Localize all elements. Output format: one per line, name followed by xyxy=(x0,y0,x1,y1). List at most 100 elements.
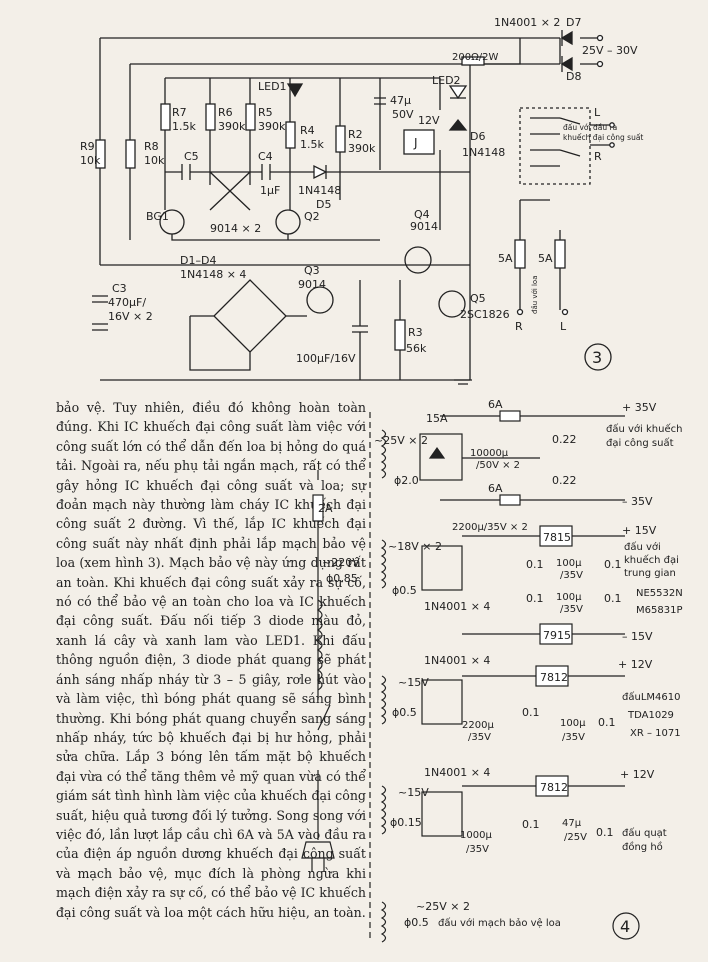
fuse-5a-2: 5A xyxy=(538,252,553,265)
b4-reg: 7812 xyxy=(540,781,568,794)
r8-value: 10k xyxy=(144,154,165,167)
b2-wire: ϕ0.5 xyxy=(392,584,417,597)
b4-capv: /35V xyxy=(466,844,489,855)
c3-label: C3 xyxy=(112,282,127,295)
b3-wire: ϕ0.5 xyxy=(392,706,417,719)
c4-label: C4 xyxy=(258,150,273,163)
b3-c2: 100μ xyxy=(560,718,586,729)
b2-c4: 0.1 xyxy=(604,592,622,605)
b1-c-pos: 0.22 xyxy=(552,433,577,446)
b4-wire: ϕ0.15 xyxy=(390,816,422,829)
b2-ic-1: NE5532N xyxy=(636,588,683,599)
b1-wire: ϕ2.0 xyxy=(394,474,419,487)
b3-cap: 2200μ xyxy=(462,720,494,731)
d7-label: D7 xyxy=(566,16,581,29)
b1-main-fuse: 15A xyxy=(426,412,448,425)
d6-label: D6 xyxy=(470,130,485,143)
q3-label: Q3 xyxy=(304,264,320,277)
c3-value-2: 16V × 2 xyxy=(108,310,153,323)
b2-note-3: trung gian xyxy=(624,568,676,579)
q5-label: Q5 xyxy=(470,292,486,305)
q4-value: 9014 xyxy=(410,220,438,233)
b4-cap: 1000μ xyxy=(460,830,492,841)
r9-value: 10k xyxy=(80,154,101,167)
in-r-label: R xyxy=(594,150,602,163)
d7d8-type: 1N4001 × 2 xyxy=(494,16,560,29)
b2-c6v: /35V xyxy=(560,604,583,615)
b2-caps: 2200μ/35V × 2 xyxy=(452,522,528,533)
spk-note: đầu với loa xyxy=(531,275,539,314)
b2-c1: 0.1 xyxy=(526,558,544,571)
b2-winding: ~18V × 2 xyxy=(388,540,442,553)
r4-value: 1.5k xyxy=(300,138,324,151)
b3-c2v: /35V xyxy=(562,732,585,743)
d5-label: D5 xyxy=(316,198,331,211)
b4-c1: 0.1 xyxy=(522,818,540,831)
r-200-label: 200Ω/2W xyxy=(452,52,498,63)
fuse-5a-1: 5A xyxy=(498,252,513,265)
b3-ic-1: đấuLM4610 xyxy=(622,691,680,703)
b2-c6: 100μ xyxy=(556,592,582,603)
q2-label: Q2 xyxy=(304,210,320,223)
b3-capv: /35V xyxy=(468,732,491,743)
c47-label: 47μ xyxy=(390,94,411,107)
b4-c2: 47μ xyxy=(562,818,582,829)
r7-label: R7 xyxy=(172,106,187,119)
b4-diodes: 1N4001 × 4 xyxy=(424,766,490,779)
r2-label: R2 xyxy=(348,128,363,141)
c3-value: 470μF/ xyxy=(108,296,146,309)
b3-c1: 0.1 xyxy=(522,706,540,719)
led2-label: LED2 xyxy=(432,74,461,87)
b3-diodes: 1N4001 × 4 xyxy=(424,654,490,667)
b1-c-neg: 0.22 xyxy=(552,474,577,487)
c47-voltage: 50V xyxy=(392,108,414,121)
b3-c3: 0.1 xyxy=(598,716,616,729)
r6-value: 390k xyxy=(218,120,246,133)
figure-3-number: 3 xyxy=(592,348,602,367)
b3-ic-2: TDA1029 xyxy=(627,710,674,721)
b1-cap-2: /50V × 2 xyxy=(476,460,520,471)
relay-label: J xyxy=(413,136,418,150)
d1d4-label: D1–D4 xyxy=(180,254,216,267)
spk-l-label: L xyxy=(560,320,567,333)
led1-label: LED1 xyxy=(258,80,287,93)
d1d4-type: 1N4148 × 4 xyxy=(180,268,246,281)
supply-voltage: 25V – 30V xyxy=(582,44,638,57)
spk-r-label: R xyxy=(515,320,523,333)
b4-winding: ~15V xyxy=(398,786,429,799)
bg1-label: BG1 xyxy=(146,210,169,223)
b2-c5: 100μ xyxy=(556,558,582,569)
b2-note-1: đấu với xyxy=(624,541,661,553)
d6-type: 1N4148 xyxy=(462,146,505,159)
r2-value: 390k xyxy=(348,142,376,155)
b4-note-2: đồng hồ xyxy=(622,841,663,853)
b5-winding: ~25V × 2 xyxy=(416,900,470,913)
b1-out-pos: + 35V xyxy=(622,401,657,414)
b4-out: + 12V xyxy=(620,768,655,781)
b3-ic-3: XR – 1071 xyxy=(630,728,681,739)
connect-note-2: khuếch đại công suất xyxy=(563,133,643,142)
r5-label: R5 xyxy=(258,106,273,119)
b3-winding: ~15V xyxy=(398,676,429,689)
b2-diodes: 1N4001 × 4 xyxy=(424,600,490,613)
r8-label: R8 xyxy=(144,140,159,153)
c5-label: C5 xyxy=(184,150,199,163)
b5-note: đấu với mạch bảo vệ loa xyxy=(438,917,561,929)
d5-type: 1N4148 xyxy=(298,184,341,197)
b2-c5v: /35V xyxy=(560,570,583,581)
figure-3-protection-circuit: 1N4001 × 2 D7 D8 25V – 30V 200Ω/2W L R đ… xyxy=(80,16,643,385)
c4-value: 1μF xyxy=(260,184,280,197)
in-l-label: L xyxy=(594,106,601,119)
q3-value: 9014 xyxy=(298,278,326,291)
b2-c2: 0.1 xyxy=(526,592,544,605)
r9-label: R9 xyxy=(80,140,95,153)
b1-out-neg: – 35V xyxy=(622,495,653,508)
b2-note-2: khuếch đại xyxy=(624,554,679,566)
d8-label: D8 xyxy=(566,70,581,83)
b2-c3: 0.1 xyxy=(604,558,622,571)
b4-c2v: /25V xyxy=(564,832,587,843)
b4-c3: 0.1 xyxy=(596,826,614,839)
q5-value: 2SC1826 xyxy=(460,308,510,321)
b3-reg: 7812 xyxy=(540,671,568,684)
b2-out-neg: – 15V xyxy=(622,630,653,643)
